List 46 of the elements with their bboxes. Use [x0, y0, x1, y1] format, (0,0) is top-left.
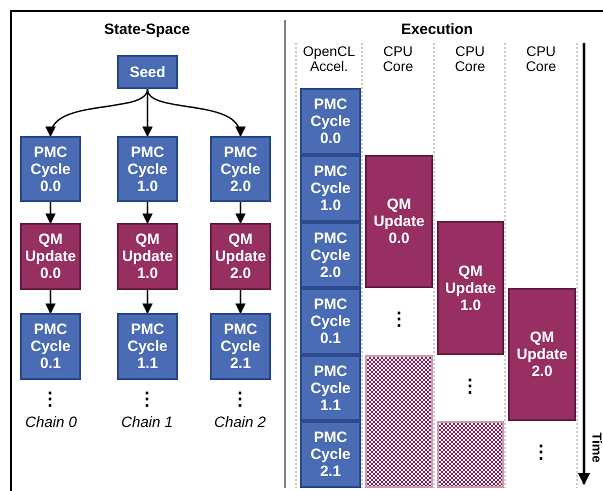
process-box: PMC Cycle 1.1 — [300, 355, 361, 421]
hatched-block — [437, 421, 504, 488]
axis-label: Time — [590, 432, 603, 463]
ellipsis: ⋮ — [137, 388, 157, 410]
column-header: CPU Core — [524, 44, 558, 74]
column-header: CPU Core — [382, 44, 414, 74]
arrow — [235, 290, 246, 314]
arrow — [146, 88, 244, 138]
update-box: QM Update 1.0 — [437, 221, 504, 355]
process-box: PMC Cycle 1.1 — [117, 313, 178, 380]
update-box: QM Update 0.0 — [365, 155, 433, 288]
column-header: OpenCL Accel. — [302, 44, 356, 74]
process-box: Seed — [117, 55, 178, 89]
process-box: PMC Cycle 0.0 — [20, 136, 81, 202]
section-heading: Execution — [400, 21, 474, 38]
ellipsis: ⋮ — [460, 375, 480, 397]
arrow — [142, 89, 153, 138]
ellipsis: ⋮ — [531, 441, 551, 463]
arrow — [45, 290, 56, 314]
process-box: PMC Cycle 2.1 — [210, 313, 271, 380]
update-box: QM Update 1.0 — [117, 223, 178, 290]
update-box: QM Update 2.0 — [210, 223, 271, 290]
arrow — [45, 202, 56, 224]
process-box: PMC Cycle 1.0 — [300, 155, 361, 222]
process-box: PMC Cycle 0.1 — [20, 313, 81, 380]
chain-label: Chain 1 — [120, 414, 174, 431]
hatched-block — [365, 355, 433, 488]
section-heading: State-Space — [103, 21, 191, 38]
process-box: PMC Cycle 2.0 — [300, 222, 361, 288]
chain-label: Chain 0 — [24, 414, 78, 431]
process-box: PMC Cycle 0.0 — [300, 88, 361, 155]
update-box: QM Update 2.0 — [508, 288, 576, 421]
column-header: CPU Core — [454, 44, 486, 74]
process-box: PMC Cycle 2.0 — [210, 136, 271, 202]
arrow — [142, 202, 153, 224]
update-box: QM Update 0.0 — [20, 223, 81, 290]
process-box: PMC Cycle 1.0 — [117, 136, 178, 202]
process-box: PMC Cycle 2.1 — [300, 421, 361, 488]
ellipsis: ⋮ — [230, 388, 250, 410]
process-box: PMC Cycle 0.1 — [300, 288, 361, 355]
arrow — [47, 88, 148, 138]
ellipsis: ⋮ — [40, 388, 60, 410]
arrow — [142, 290, 153, 314]
chain-label: Chain 2 — [213, 414, 267, 431]
ellipsis: ⋮ — [389, 308, 409, 330]
arrow — [235, 202, 246, 224]
